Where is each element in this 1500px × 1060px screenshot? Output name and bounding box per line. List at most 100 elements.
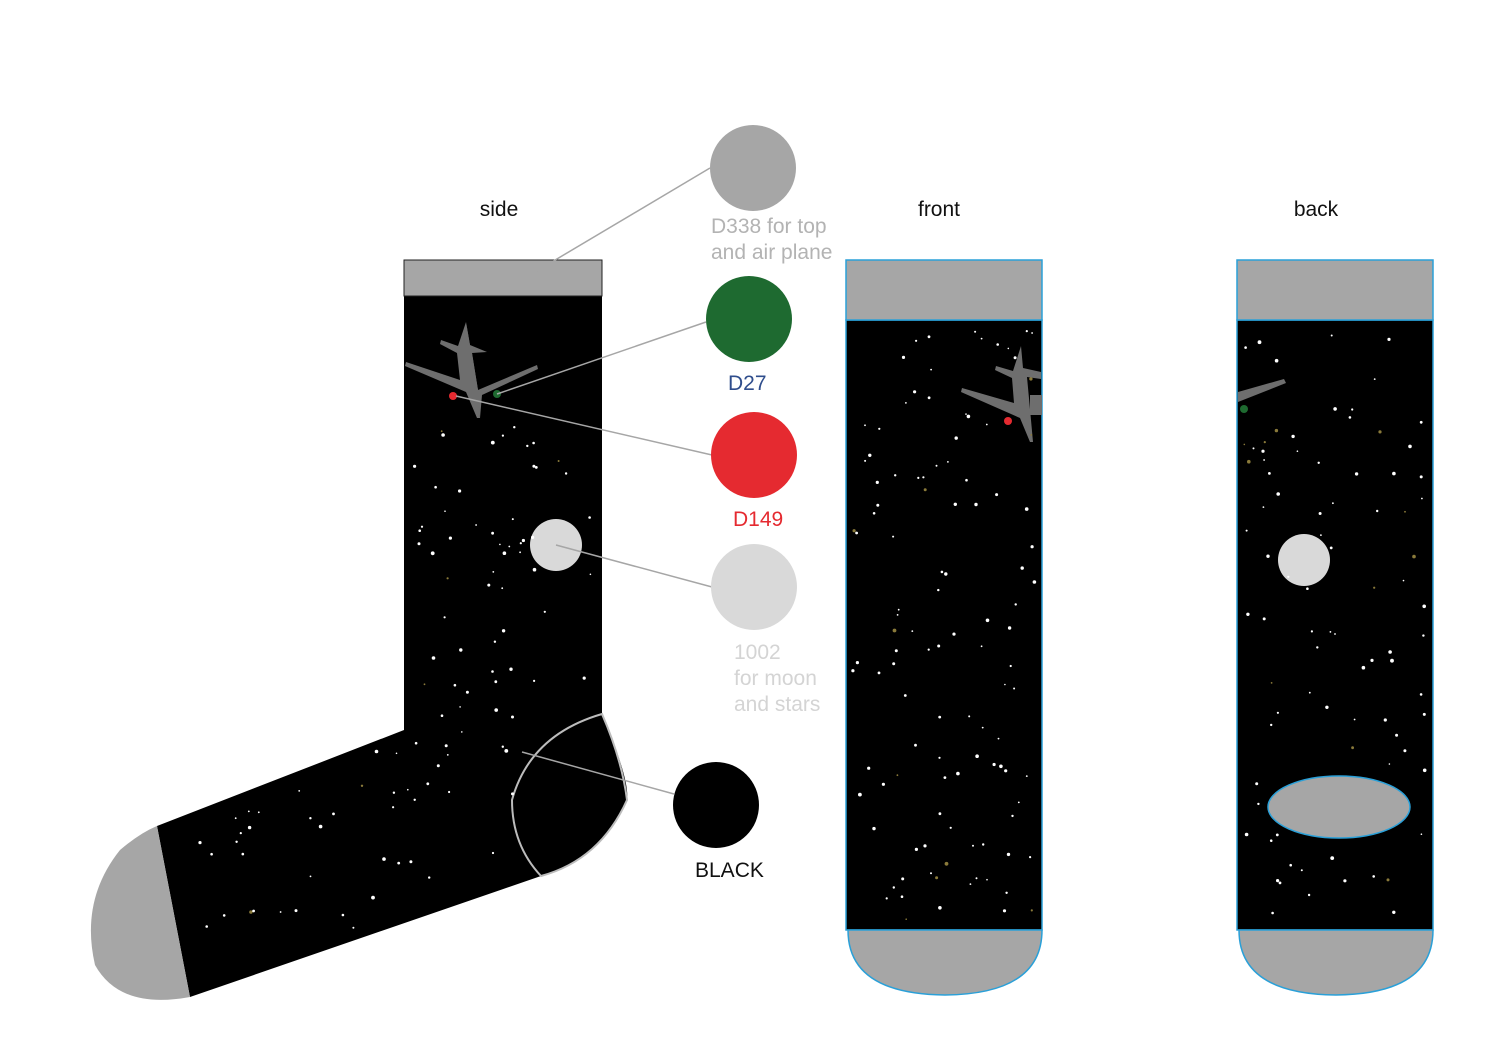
- star: [1408, 444, 1412, 449]
- star: [1263, 441, 1266, 444]
- star: [900, 895, 904, 898]
- star: [519, 542, 522, 545]
- star: [582, 676, 586, 680]
- star: [423, 683, 426, 686]
- star: [864, 459, 867, 462]
- star: [975, 754, 979, 758]
- leader-lines: [455, 167, 713, 795]
- swatch-d149-circle: [711, 412, 797, 498]
- star: [875, 480, 879, 484]
- back-sock-toe: [1238, 929, 1434, 996]
- star: [864, 424, 866, 427]
- star: [938, 906, 942, 910]
- star: [881, 782, 886, 786]
- star: [1373, 378, 1376, 380]
- star: [1261, 449, 1265, 453]
- star: [1030, 545, 1034, 549]
- star: [1032, 580, 1037, 584]
- star: [392, 791, 396, 794]
- star: [235, 840, 238, 843]
- star: [997, 737, 1000, 740]
- star: [985, 618, 990, 623]
- star: [905, 918, 907, 920]
- star: [937, 644, 941, 648]
- swatch-1002-label-1: 1002: [734, 641, 781, 664]
- star: [911, 630, 914, 632]
- star: [996, 343, 999, 346]
- star: [491, 851, 495, 855]
- star: [1275, 833, 1279, 837]
- star: [1263, 459, 1265, 461]
- swatch-d27: D27: [706, 276, 792, 395]
- star: [413, 798, 416, 801]
- star: [905, 402, 907, 404]
- swatch-d27-label: D27: [728, 372, 767, 395]
- star: [279, 911, 282, 913]
- star: [903, 694, 907, 697]
- star: [1310, 630, 1313, 633]
- star: [1412, 554, 1416, 559]
- star: [1317, 461, 1320, 464]
- star: [511, 518, 514, 521]
- star: [885, 897, 888, 900]
- swatch-d338-label-1: D338 for top: [711, 215, 827, 238]
- swatch-1002-label-3: and stars: [734, 693, 820, 716]
- star: [1257, 340, 1262, 345]
- star: [1287, 575, 1290, 578]
- star: [1392, 910, 1396, 914]
- star: [877, 671, 881, 675]
- front-stars: [851, 330, 1037, 920]
- star: [969, 883, 972, 885]
- star: [901, 355, 906, 359]
- star: [1004, 769, 1008, 773]
- star: [490, 440, 495, 445]
- star: [855, 661, 860, 665]
- star: [440, 714, 444, 717]
- star: [252, 909, 256, 913]
- star: [999, 764, 1003, 769]
- back-stars: [1243, 334, 1427, 915]
- star: [937, 588, 940, 592]
- star: [1030, 909, 1033, 912]
- star: [1419, 475, 1423, 479]
- star: [1422, 634, 1425, 637]
- star: [901, 877, 905, 881]
- star: [914, 847, 919, 852]
- star: [1351, 408, 1354, 411]
- star: [458, 489, 462, 493]
- star: [972, 844, 974, 847]
- star: [1361, 665, 1366, 670]
- star: [892, 662, 896, 666]
- star: [1017, 801, 1020, 804]
- star: [210, 852, 213, 856]
- star: [1387, 337, 1391, 341]
- star: [858, 792, 862, 797]
- star: [1325, 705, 1329, 709]
- view-label-back: back: [1294, 198, 1339, 221]
- star: [1329, 631, 1332, 633]
- star: [1006, 852, 1011, 857]
- star: [475, 524, 477, 526]
- star: [443, 616, 446, 619]
- star: [1007, 626, 1012, 630]
- star: [249, 910, 253, 914]
- star: [1308, 691, 1311, 694]
- star: [531, 535, 535, 540]
- star: [914, 743, 917, 747]
- star: [868, 453, 872, 457]
- star: [1330, 334, 1333, 337]
- star: [897, 608, 900, 611]
- star: [1333, 407, 1337, 411]
- star: [526, 444, 529, 448]
- star: [234, 817, 237, 820]
- star: [1395, 733, 1399, 737]
- star: [532, 441, 535, 445]
- star: [448, 790, 451, 794]
- star: [851, 669, 855, 673]
- star: [876, 503, 880, 507]
- star: [1025, 330, 1028, 333]
- view-label-front: front: [918, 198, 960, 221]
- star: [392, 806, 395, 809]
- star: [1332, 502, 1334, 505]
- star: [1271, 911, 1274, 915]
